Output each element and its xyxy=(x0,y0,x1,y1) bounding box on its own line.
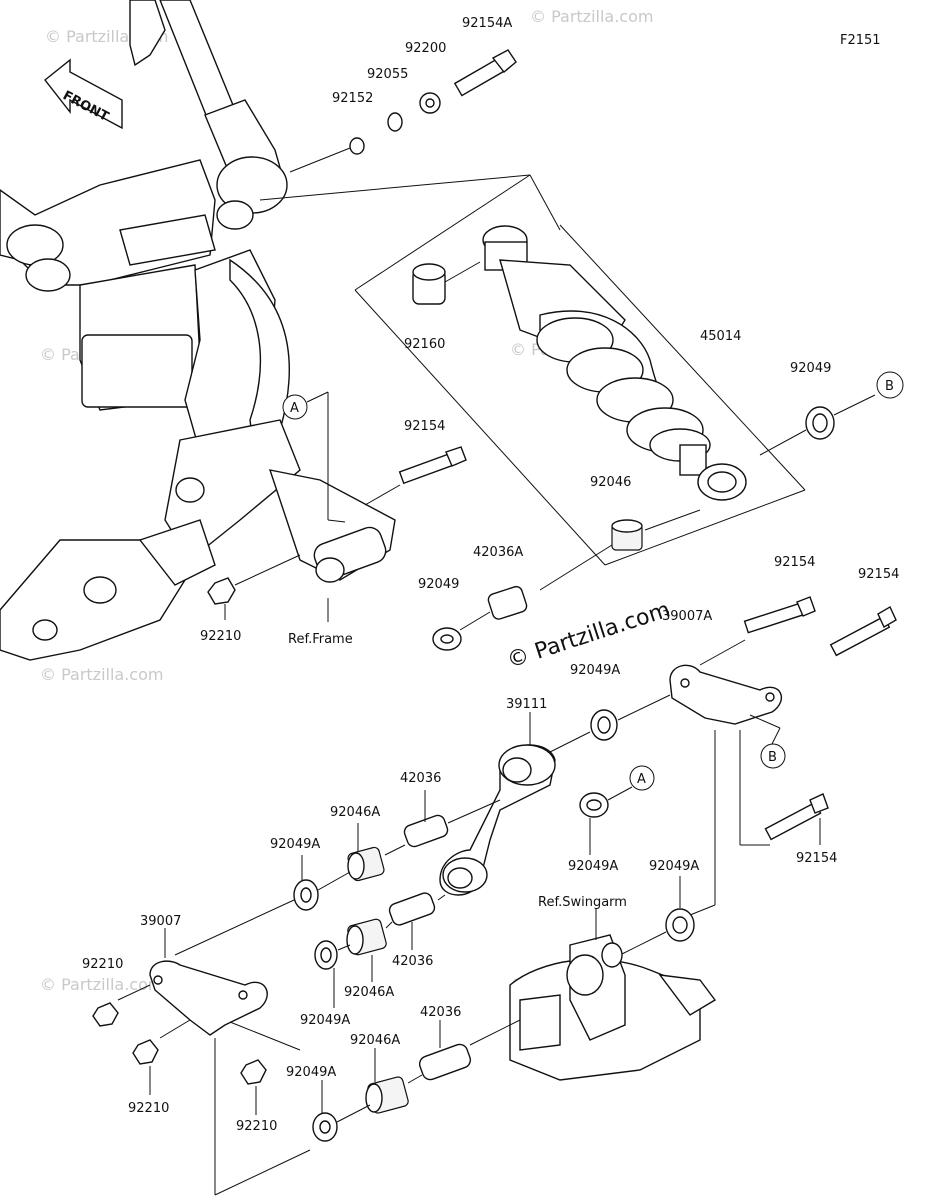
rocker-arm-39111-icon xyxy=(439,744,556,896)
label-ref-swingarm: Ref.Swingarm xyxy=(538,895,627,910)
label-92055: 92055 xyxy=(367,67,408,82)
washer-92049A-1-icon xyxy=(590,709,618,741)
callout-b-label: B xyxy=(885,379,894,394)
collar-42036-2-icon xyxy=(388,892,436,926)
label-92046A-3: 92046A xyxy=(350,1033,400,1048)
washer-92049A-4-icon xyxy=(314,940,338,970)
bushing-92160-icon xyxy=(412,263,446,305)
watermark: © Partzilla.com xyxy=(40,975,163,994)
label-92049A-6: 92049A xyxy=(286,1065,336,1080)
label-92210-b: 92210 xyxy=(128,1101,169,1116)
bolt-92154-r3-icon xyxy=(764,793,829,841)
bolt-92154-r1-icon xyxy=(743,596,816,634)
bolt-92154-r2-icon xyxy=(829,606,897,657)
nut-92210-a-icon xyxy=(92,1002,119,1027)
label-92049-left: 92049 xyxy=(418,577,459,592)
nut-92210-b-icon xyxy=(132,1039,159,1065)
washer-92049A-3-icon xyxy=(293,879,319,911)
bearing-92046A-2-icon xyxy=(346,918,387,956)
front-arrow-icon: FRONT xyxy=(44,58,123,130)
label-92154-mid: 92154 xyxy=(404,419,445,434)
callout-a-label: A xyxy=(290,401,299,416)
label-92160: 92160 xyxy=(404,337,445,352)
bearing-92046A-3-icon xyxy=(365,1076,409,1114)
collar-42036-1-icon xyxy=(403,814,449,848)
bolt-92154-mid-icon xyxy=(398,446,467,485)
label-92154-r1: 92154 xyxy=(774,555,815,570)
label-39007: 39007 xyxy=(140,914,181,929)
label-39111: 39111 xyxy=(506,697,547,712)
label-92046A-1: 92046A xyxy=(330,805,380,820)
swingarm-illustration xyxy=(509,934,717,1081)
label-39007A: 39007A xyxy=(662,609,712,624)
label-92154-r3: 92154 xyxy=(796,851,837,866)
label-92049A-1: 92049A xyxy=(570,663,620,678)
label-42036-3: 42036 xyxy=(420,1005,461,1020)
label-92049A-4: 92049A xyxy=(649,859,699,874)
label-92210-top: 92210 xyxy=(200,629,241,644)
label-92210-a: 92210 xyxy=(82,957,123,972)
callout-a-frame xyxy=(282,394,308,420)
washer-92049A-2-icon xyxy=(579,792,609,818)
washer-92049-left-icon xyxy=(432,627,462,651)
collar-92152-icon xyxy=(349,137,365,155)
plate-39007-icon xyxy=(149,960,268,1036)
watermark: © Partzilla.com xyxy=(40,665,163,684)
label-92210-c: 92210 xyxy=(236,1119,277,1134)
watermark: © Partzilla.com xyxy=(530,7,653,26)
label-92049-top: 92049 xyxy=(790,361,831,376)
label-ref-frame: Ref.Frame xyxy=(288,632,353,647)
figure-code: F2151 xyxy=(840,33,881,48)
label-92046A-2: 92046A xyxy=(344,985,394,1000)
label-45014: 45014 xyxy=(700,329,741,344)
label-92049A-2: 92049A xyxy=(270,837,320,852)
linkage-hardware: B A xyxy=(92,596,897,1196)
shock-absorber-45014-icon xyxy=(482,225,747,501)
washer-92049A-5-icon xyxy=(665,908,695,942)
label-92049A-5: 92049A xyxy=(300,1013,350,1028)
shock-hardware: B A xyxy=(207,49,904,651)
callout-b-label: B xyxy=(768,750,777,765)
label-92049A-3: 92049A xyxy=(568,859,618,874)
nut-92210-c-icon xyxy=(240,1059,267,1085)
callout-a-linkage xyxy=(629,765,655,791)
callout-a-label: A xyxy=(637,772,646,787)
nut-92210-top-icon xyxy=(207,577,236,605)
part-labels: 92154A 92200 92055 92152 92160 45014 920… xyxy=(82,16,899,1134)
callout-b-top xyxy=(876,371,904,399)
washer-92049-right-icon xyxy=(805,406,835,440)
bolt-92154A-icon xyxy=(453,49,517,97)
bearing-92046A-1-icon xyxy=(347,846,385,882)
label-42036-2: 42036 xyxy=(392,954,433,969)
label-92200: 92200 xyxy=(405,41,446,56)
label-92152: 92152 xyxy=(332,91,373,106)
callout-b-bottom xyxy=(760,743,786,769)
frame-illustration xyxy=(0,0,396,661)
label-42036-1: 42036 xyxy=(400,771,441,786)
washer-92055-icon xyxy=(387,112,403,132)
washer-92049A-6-icon xyxy=(312,1112,338,1142)
label-92154A: 92154A xyxy=(462,16,512,31)
bearing-92046-icon xyxy=(611,519,643,551)
label-92154-r2: 92154 xyxy=(858,567,899,582)
collar-42036-3-icon xyxy=(418,1043,472,1081)
label-92046: 92046 xyxy=(590,475,631,490)
plate-39007A-icon xyxy=(669,664,783,725)
collar-42036A-icon xyxy=(487,585,528,620)
label-42036A: 42036A xyxy=(473,545,523,560)
